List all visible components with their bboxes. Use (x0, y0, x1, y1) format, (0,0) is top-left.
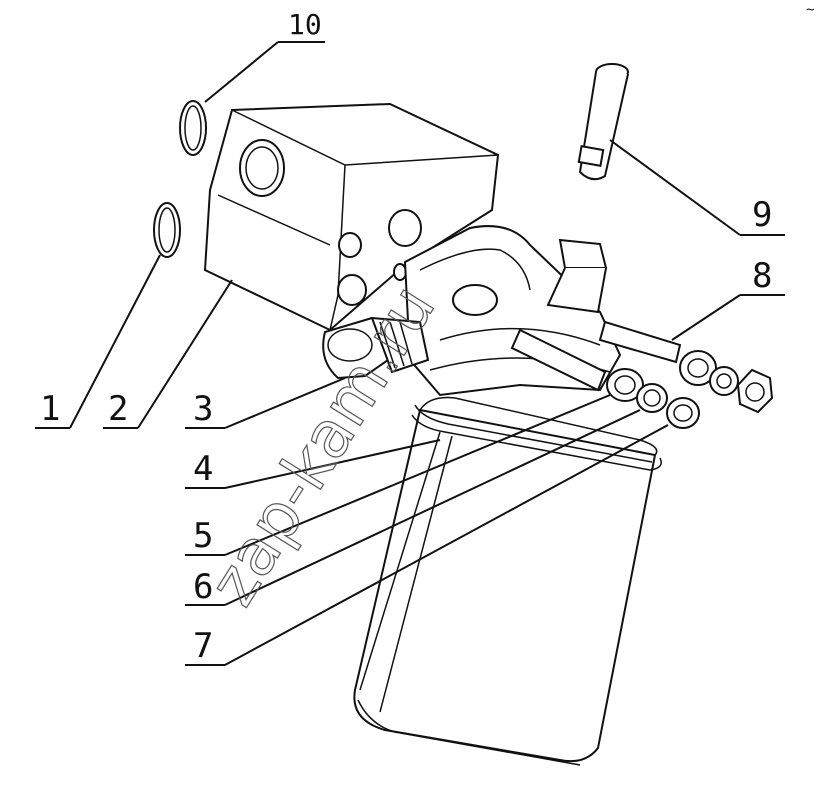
corner-mark: ~ (806, 2, 814, 18)
filter-canister (353, 396, 662, 766)
callout-10: 10 (288, 8, 322, 41)
callout-8: 8 (752, 256, 772, 296)
callout-9: 9 (752, 195, 772, 235)
callout-4: 4 (193, 449, 213, 489)
fitting (322, 316, 430, 380)
leader-lines (35, 41, 785, 666)
washers-nuts (606, 350, 774, 429)
o-ring-1 (153, 202, 181, 258)
callout-3: 3 (193, 389, 213, 429)
bolts (510, 320, 682, 392)
sensor-pin (546, 63, 629, 314)
o-ring-10 (179, 100, 207, 156)
valve-block (203, 102, 500, 332)
callout-5: 5 (193, 516, 213, 556)
callout-1: 1 (40, 389, 60, 429)
callout-2: 2 (108, 389, 128, 429)
callout-6: 6 (193, 567, 213, 607)
o-rings (153, 100, 207, 258)
callout-7: 7 (193, 626, 213, 666)
